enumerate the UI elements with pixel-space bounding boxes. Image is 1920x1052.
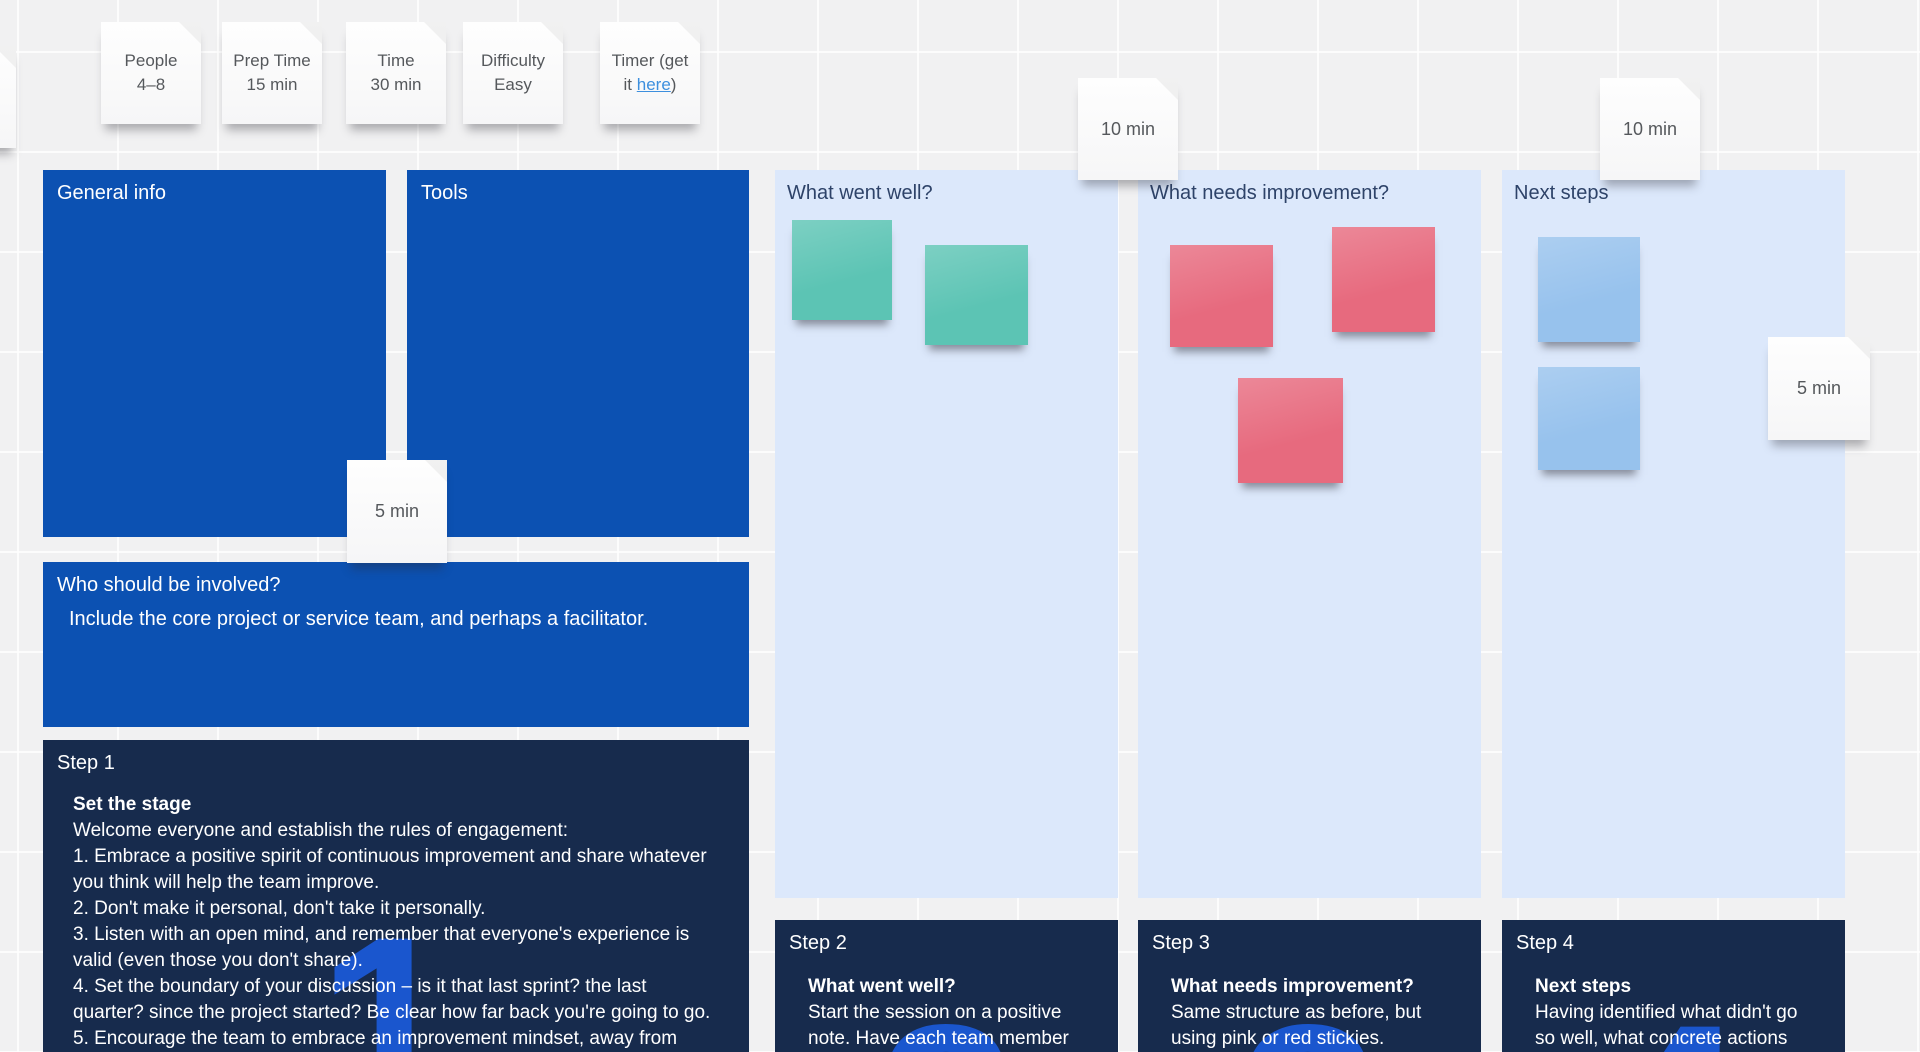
column-title: Next steps — [1514, 182, 1609, 204]
sticky-note-red-1[interactable] — [1170, 245, 1273, 347]
panel-title: General info — [57, 182, 166, 204]
step-number-watermark: 2 — [775, 987, 1118, 1052]
step-number-watermark: 3 — [1138, 987, 1481, 1052]
info-sticky-timer[interactable]: Timer (get it here) — [600, 22, 700, 124]
sticky-text: 30 min — [370, 75, 422, 94]
step-text-lines: Same structure as before, but using pink … — [1171, 1000, 1421, 1052]
sticky-text: Timer (get — [611, 51, 689, 70]
panel-step-3[interactable]: Step 3 3 What needs improvement? Same st… — [1138, 920, 1481, 1052]
text-line: 2. Don't make it personal, don't take it… — [73, 898, 486, 919]
panel-tools[interactable]: Tools — [407, 170, 749, 537]
text-line: 3. Listen with an open mind, and remembe… — [73, 924, 690, 945]
step-text-lines: Start the session on a positive note. Hav… — [808, 1000, 1069, 1052]
edge-partial-sticky[interactable] — [0, 46, 16, 148]
step-heading: What went well? — [808, 976, 956, 997]
time-sticky-5min-right[interactable]: 5 min — [1768, 337, 1870, 440]
step-body: What went well? Start the session on a p… — [808, 974, 1069, 1052]
step-text-lines: Having identified what didn't go so well,… — [1535, 1000, 1797, 1052]
step-heading: Set the stage — [73, 794, 192, 815]
time-sticky-10min-2[interactable]: 10 min — [1600, 78, 1700, 180]
step-heading: What needs improvement? — [1171, 976, 1414, 997]
sticky-note-blue-2[interactable] — [1538, 367, 1640, 470]
panel-title: Tools — [421, 182, 468, 204]
text-line: quarter? since the project started? Be c… — [73, 1002, 711, 1023]
text-line: Same structure as before, but — [1171, 1002, 1422, 1023]
step-body: Set the stage Welcome everyone and estab… — [73, 792, 710, 1052]
sticky-text: 10 min — [1100, 119, 1156, 139]
sticky-text: 4–8 — [136, 75, 166, 94]
step-number-watermark: 4 — [1502, 987, 1845, 1052]
time-sticky-5min-left[interactable]: 5 min — [347, 460, 447, 563]
timer-here-link[interactable]: here — [636, 75, 671, 94]
column-title: What went well? — [787, 182, 933, 204]
panel-general-info[interactable]: General info — [43, 170, 386, 537]
sticky-text: 10 min — [1622, 119, 1678, 139]
text-line: 1. Embrace a positive spirit of continuo… — [73, 846, 707, 867]
step-body: Next steps Having identified what didn't… — [1535, 974, 1797, 1052]
panel-title: Step 2 — [789, 932, 847, 954]
sticky-note-teal-1[interactable] — [792, 220, 892, 320]
panel-title: Step 4 — [1516, 932, 1574, 954]
sticky-note-teal-2[interactable] — [925, 245, 1028, 345]
sticky-text: 5 min — [374, 501, 419, 521]
info-sticky-prep-time[interactable]: Prep Time 15 min — [222, 22, 322, 124]
sticky-text: Easy — [494, 75, 532, 94]
text-line: Start the session on a positive — [808, 1002, 1062, 1023]
panel-title: Step 3 — [1152, 932, 1210, 954]
panel-step-4[interactable]: Step 4 4 Next steps Having identified wh… — [1502, 920, 1845, 1052]
text-line: valid (even those you don't share). — [73, 950, 363, 971]
info-sticky-difficulty[interactable]: Difficulty Easy — [463, 22, 563, 124]
panel-who-should-be-involved[interactable]: Who should be involved? Include the core… — [43, 562, 749, 727]
sticky-text: People — [124, 51, 178, 70]
text-line: Having identified what didn't go — [1535, 1002, 1798, 1023]
panel-title: Step 1 — [57, 752, 115, 774]
column-title: What needs improvement? — [1150, 182, 1390, 204]
time-sticky-10min-1[interactable]: 10 min — [1078, 78, 1178, 180]
step-body: What needs improvement? Same structure a… — [1171, 974, 1421, 1052]
panel-step-2[interactable]: Step 2 2 What went well? Start the sessi… — [775, 920, 1118, 1052]
sticky-text: Difficulty — [481, 51, 545, 70]
step-number-watermark: 1 — [317, 884, 459, 1052]
panel-step-1[interactable]: Step 1 1 Set the stage Welcome everyone … — [43, 740, 749, 1052]
sticky-text: Prep Time — [233, 51, 311, 70]
text-line: 4. Set the boundary of your discussion –… — [73, 976, 647, 997]
sticky-note-blue-1[interactable] — [1538, 237, 1640, 342]
step-text-lines: Welcome everyone and establish the rules… — [73, 818, 710, 1052]
sticky-text: 15 min — [246, 75, 298, 94]
text-line: using pink or red stickies. — [1171, 1028, 1385, 1049]
sticky-note-red-2[interactable] — [1332, 227, 1435, 332]
text-line: you think will help the team improve. — [73, 872, 380, 893]
info-sticky-time[interactable]: Time 30 min — [346, 22, 446, 124]
panel-title: Who should be involved? — [57, 574, 281, 596]
text-line: Welcome everyone and establish the rules… — [73, 820, 569, 841]
text-line: 5. Encourage the team to embrace an impr… — [73, 1028, 678, 1049]
sticky-note-red-3[interactable] — [1238, 378, 1343, 483]
sticky-text: Time — [377, 51, 415, 70]
info-sticky-people[interactable]: People 4–8 — [101, 22, 201, 124]
text-line: note. Have each team member — [808, 1028, 1069, 1049]
panel-body-text: Include the core project or service team… — [69, 608, 649, 630]
sticky-text: it here) — [623, 75, 677, 94]
text-line: so well, what concrete actions — [1535, 1028, 1788, 1049]
sticky-text: 5 min — [1796, 378, 1841, 398]
step-heading: Next steps — [1535, 976, 1632, 997]
